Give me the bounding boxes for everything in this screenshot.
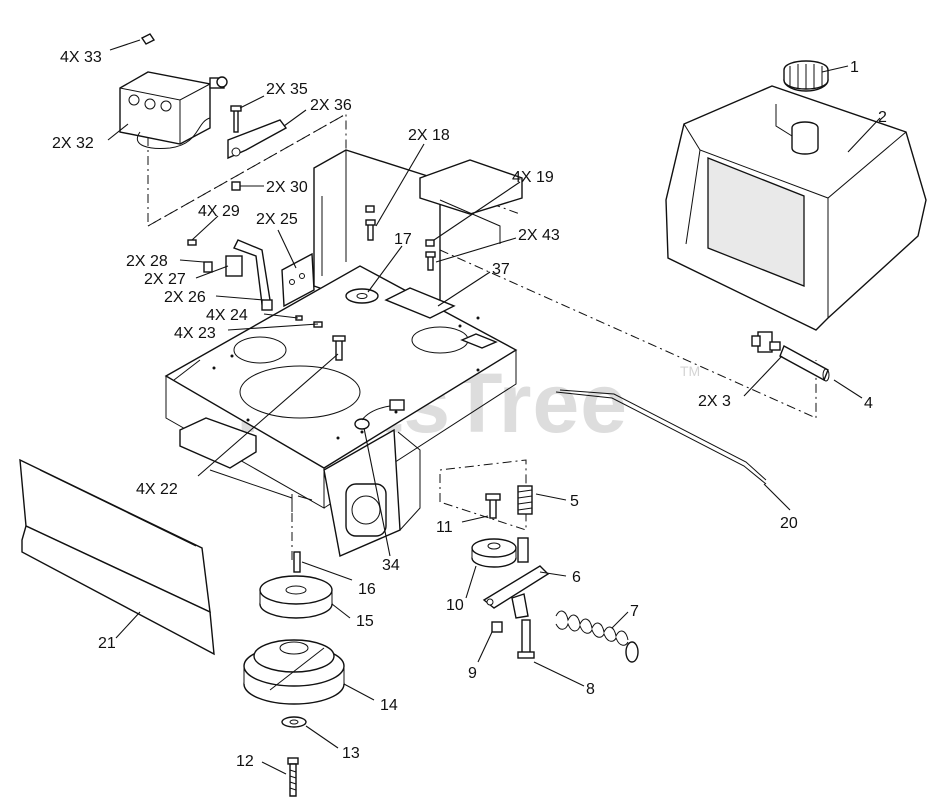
callout-24: 4X 24 [206,307,248,324]
callout-34: 34 [382,557,400,574]
frame-bolt [332,335,346,361]
callout-23: 4X 23 [174,325,216,342]
callout-9: 9 [468,665,477,682]
small-hardware [365,205,436,271]
callout-16: 16 [358,581,376,598]
tank-filler-neck [791,121,819,155]
callout-25: 2X 25 [256,211,298,228]
fuel-fitting [751,331,781,353]
callout-3: 2X 3 [698,393,731,410]
throttle-cable [555,389,767,485]
callout-6: 6 [572,569,581,586]
callout-27: 2X 27 [144,271,186,288]
callout-5: 5 [570,493,579,510]
sensor-plug [354,399,405,430]
callout-14: 14 [380,697,398,714]
chassis-frame [164,149,523,557]
fuel-cap [783,60,829,92]
callout-37: 37 [492,261,510,278]
callout-26: 2X 26 [164,289,206,306]
safety-switch [187,239,323,328]
leader-lines [107,39,881,775]
callout-20: 20 [780,515,798,532]
callout-33: 4X 33 [60,49,102,66]
fuel-tank [665,85,927,331]
callout-4: 4 [864,395,873,412]
callout-43: 2X 43 [518,227,560,244]
watermark-trademark: TM [680,363,700,379]
callout-15: 15 [356,613,374,630]
idler-assembly [471,485,550,659]
callout-7: 7 [630,603,639,620]
callout-17: 17 [394,231,412,248]
clutch-bolt [287,757,299,797]
callout-8: 8 [586,681,595,698]
callout-labels: 1 2 2X 3 4 5 6 7 8 9 10 11 12 13 14 15 1… [52,49,887,770]
fuel-hose [779,345,830,382]
clutch-washer [281,716,307,728]
callout-32: 2X 32 [52,135,94,152]
callout-12: 12 [236,753,254,770]
callout-10: 10 [446,597,464,614]
electric-clutch [243,639,345,705]
callout-1: 1 [850,59,859,76]
assembly-lines [147,80,817,560]
callout-18: 2X 18 [408,127,450,144]
throttle-control [119,33,288,191]
callout-2: 2 [878,109,887,126]
callout-28: 2X 28 [126,253,168,270]
callout-11: 11 [436,519,453,536]
pulley-stack [259,551,333,619]
callout-22: 4X 22 [136,481,178,498]
deck-grommet [345,288,379,304]
callout-13: 13 [342,745,360,762]
callout-19: 4X 19 [512,169,554,186]
callout-29: 4X 29 [198,203,240,220]
callout-35: 2X 35 [266,81,308,98]
idler-spring [555,610,639,663]
callout-30: 2X 30 [266,179,308,196]
callout-36: 2X 36 [310,97,352,114]
callout-21: 21 [98,635,116,652]
belt-shield [19,458,215,656]
